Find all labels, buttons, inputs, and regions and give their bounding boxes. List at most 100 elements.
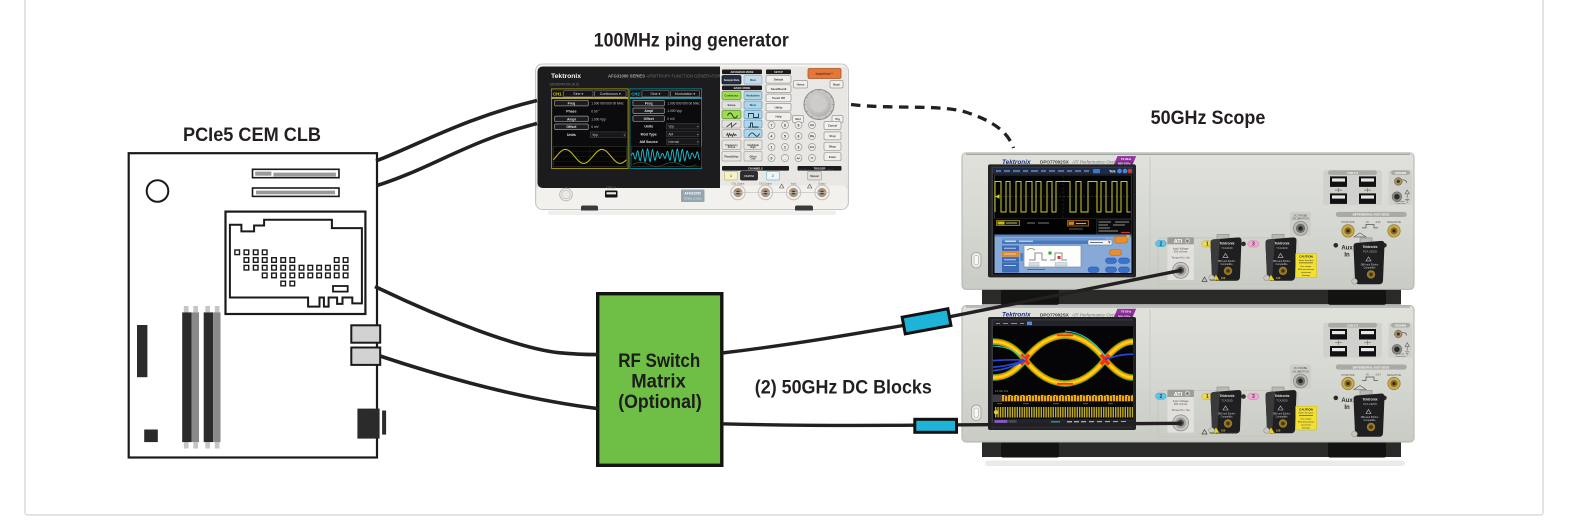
svg-text:1: 1 [771, 145, 773, 149]
svg-text:9: 9 [798, 123, 800, 127]
svg-text:Trig: Trig [835, 117, 840, 121]
svg-text:0 mV: 0 mV [591, 125, 599, 129]
svg-text:Ampl: Ampl [567, 117, 576, 121]
svg-text:Phase|Delay: Phase|Delay [724, 155, 739, 158]
svg-text:3: 3 [798, 145, 800, 149]
svg-text:BASIC MODE: BASIC MODE [734, 86, 751, 90]
svg-text:Cancel: Cancel [828, 124, 837, 128]
svg-text:Run: Run [750, 78, 756, 82]
svg-text:AFG31052: AFG31052 [684, 192, 701, 196]
svg-text:100MHz ping generator: 100MHz ping generator [594, 29, 789, 51]
svg-text:Help: Help [775, 115, 781, 119]
svg-text:8: 8 [784, 123, 786, 127]
svg-text:5: 5 [784, 134, 786, 138]
svg-text:Bksp: Bksp [829, 145, 836, 149]
svg-text:7: 7 [771, 123, 773, 127]
svg-text:CHANNELS: CHANNELS [748, 167, 763, 171]
svg-text:High: High [750, 146, 756, 149]
svg-text:0.00 °: 0.00 ° [591, 109, 600, 113]
svg-text:Ch2 Output: Ch2 Output [759, 183, 772, 186]
svg-text:Input: Input [791, 183, 797, 186]
svg-text:Offset: Offset [750, 155, 757, 158]
svg-text:Sine ▾: Sine ▾ [573, 92, 583, 96]
svg-text:AFG31000 SERIES: AFG31000 SERIES [608, 74, 645, 79]
svg-text:1.000 000 000 00 MHz: 1.000 000 000 00 MHz [591, 102, 624, 106]
svg-text:ARBITRARY FUNCTION GENERATOR: ARBITRARY FUNCTION GENERATOR [647, 74, 721, 79]
svg-text:Period: Period [728, 146, 736, 149]
svg-text:1.000 Vpp: 1.000 Vpp [667, 109, 682, 113]
svg-text:Tektronix: Tektronix [551, 73, 581, 80]
svg-text:+/-: +/- [796, 156, 800, 160]
svg-text:ADVANCED MODE: ADVANCED MODE [730, 70, 753, 74]
svg-text:Sig II: Sig II [828, 169, 834, 172]
svg-text:Phase: Phase [566, 109, 576, 113]
svg-text:PCIe5 CEM CLB: PCIe5 CEM CLB [183, 124, 321, 146]
svg-text:12 Gb 0.0: 12 Gb 0.0 [995, 389, 1009, 393]
svg-text:RF Switch: RF Switch [618, 350, 700, 372]
svg-text:InstaView™: InstaView™ [816, 72, 834, 76]
svg-text:Ext Sig in: Ext Sig in [800, 169, 811, 172]
svg-text:Output: Output [818, 183, 826, 186]
svg-text:CH2: CH2 [631, 91, 640, 96]
svg-text:Modulation: Modulation [746, 95, 760, 98]
svg-text:Units: Units [567, 133, 576, 137]
svg-text:G/n: G/n [810, 123, 815, 127]
svg-text:Continuous ▾: Continuous ▾ [600, 92, 621, 96]
svg-text:Home: Home [797, 82, 805, 86]
svg-text:Offset: Offset [644, 117, 655, 121]
svg-text:Offset: Offset [566, 125, 577, 129]
svg-text:Freq: Freq [645, 102, 653, 106]
svg-text:Sine ▾: Sine ▾ [650, 92, 660, 96]
svg-text:M/µ: M/µ [810, 134, 815, 138]
svg-text:AM: AM [668, 132, 673, 136]
svg-text:Ch1 Output: Ch1 Output [732, 183, 745, 186]
svg-text:Ampl: Ampl [644, 109, 653, 113]
svg-text:4: 4 [771, 134, 773, 138]
svg-text:Burst: Burst [750, 104, 757, 107]
svg-text:Ch1/Ch2: Ch1/Ch2 [744, 175, 754, 178]
svg-text:Sweep: Sweep [728, 104, 736, 107]
svg-text:Mod Type: Mod Type [641, 132, 657, 136]
svg-text:k/m: k/m [810, 145, 815, 149]
svg-text:Continuous: Continuous [725, 95, 739, 98]
svg-text:1: 1 [730, 174, 732, 178]
svg-text:SETUP: SETUP [774, 70, 783, 74]
svg-text:50GHz Scope: 50GHz Scope [1151, 107, 1266, 129]
svg-text:1.000 Vpp: 1.000 Vpp [591, 117, 606, 121]
svg-text:Units: Units [644, 125, 653, 129]
svg-text:6: 6 [798, 134, 800, 138]
svg-text:▾: ▾ [697, 132, 699, 136]
svg-text:USB 2.0: USB 2.0 [607, 187, 617, 190]
svg-text:25 MHz | 2 GS/s: 25 MHz | 2 GS/s [684, 198, 702, 201]
svg-text:CH1: CH1 [553, 91, 562, 96]
svg-text:×1: ×1 [811, 156, 815, 160]
svg-text:Back: Back [833, 82, 840, 86]
svg-text:▾: ▾ [697, 125, 699, 129]
svg-text:Internal: Internal [668, 140, 679, 144]
svg-text:2: 2 [772, 174, 774, 178]
svg-text:Manual: Manual [810, 175, 819, 178]
svg-text:1.000 000 000 00 MHz: 1.000 000 000 00 MHz [667, 102, 700, 106]
svg-text:Vpp: Vpp [668, 125, 674, 129]
svg-text:Low: Low [751, 157, 756, 160]
svg-text:Default: Default [774, 78, 784, 82]
svg-text:Vpp: Vpp [592, 133, 598, 137]
svg-text:2: 2 [784, 145, 786, 149]
svg-text:0: 0 [771, 156, 773, 160]
svg-text:Tek: Tek [1109, 169, 1116, 174]
svg-text:Enter: Enter [829, 155, 837, 159]
svg-text:0 mV: 0 mV [667, 117, 675, 121]
svg-text:(2) 50GHz DC Blocks: (2) 50GHz DC Blocks [755, 377, 932, 399]
svg-text:Modulation ▾: Modulation ▾ [675, 92, 696, 96]
svg-text:Frequency: Frequency [725, 144, 738, 147]
svg-text:Touch Off: Touch Off [772, 96, 785, 100]
svg-text:Sample Rate: Sample Rate [724, 78, 740, 82]
svg-text:Matrix: Matrix [631, 371, 686, 393]
svg-text:Save/Recall: Save/Recall [771, 87, 787, 91]
svg-text:TRIGGER: TRIGGER [814, 167, 826, 171]
svg-text:Amplitude: Amplitude [747, 144, 759, 147]
svg-text:.: . [785, 156, 786, 160]
svg-text:AM Source: AM Source [640, 140, 658, 144]
svg-text:GENERATOR (A.0): GENERATOR (A.0) [550, 83, 579, 87]
svg-text:Mod: Mod [795, 117, 801, 121]
